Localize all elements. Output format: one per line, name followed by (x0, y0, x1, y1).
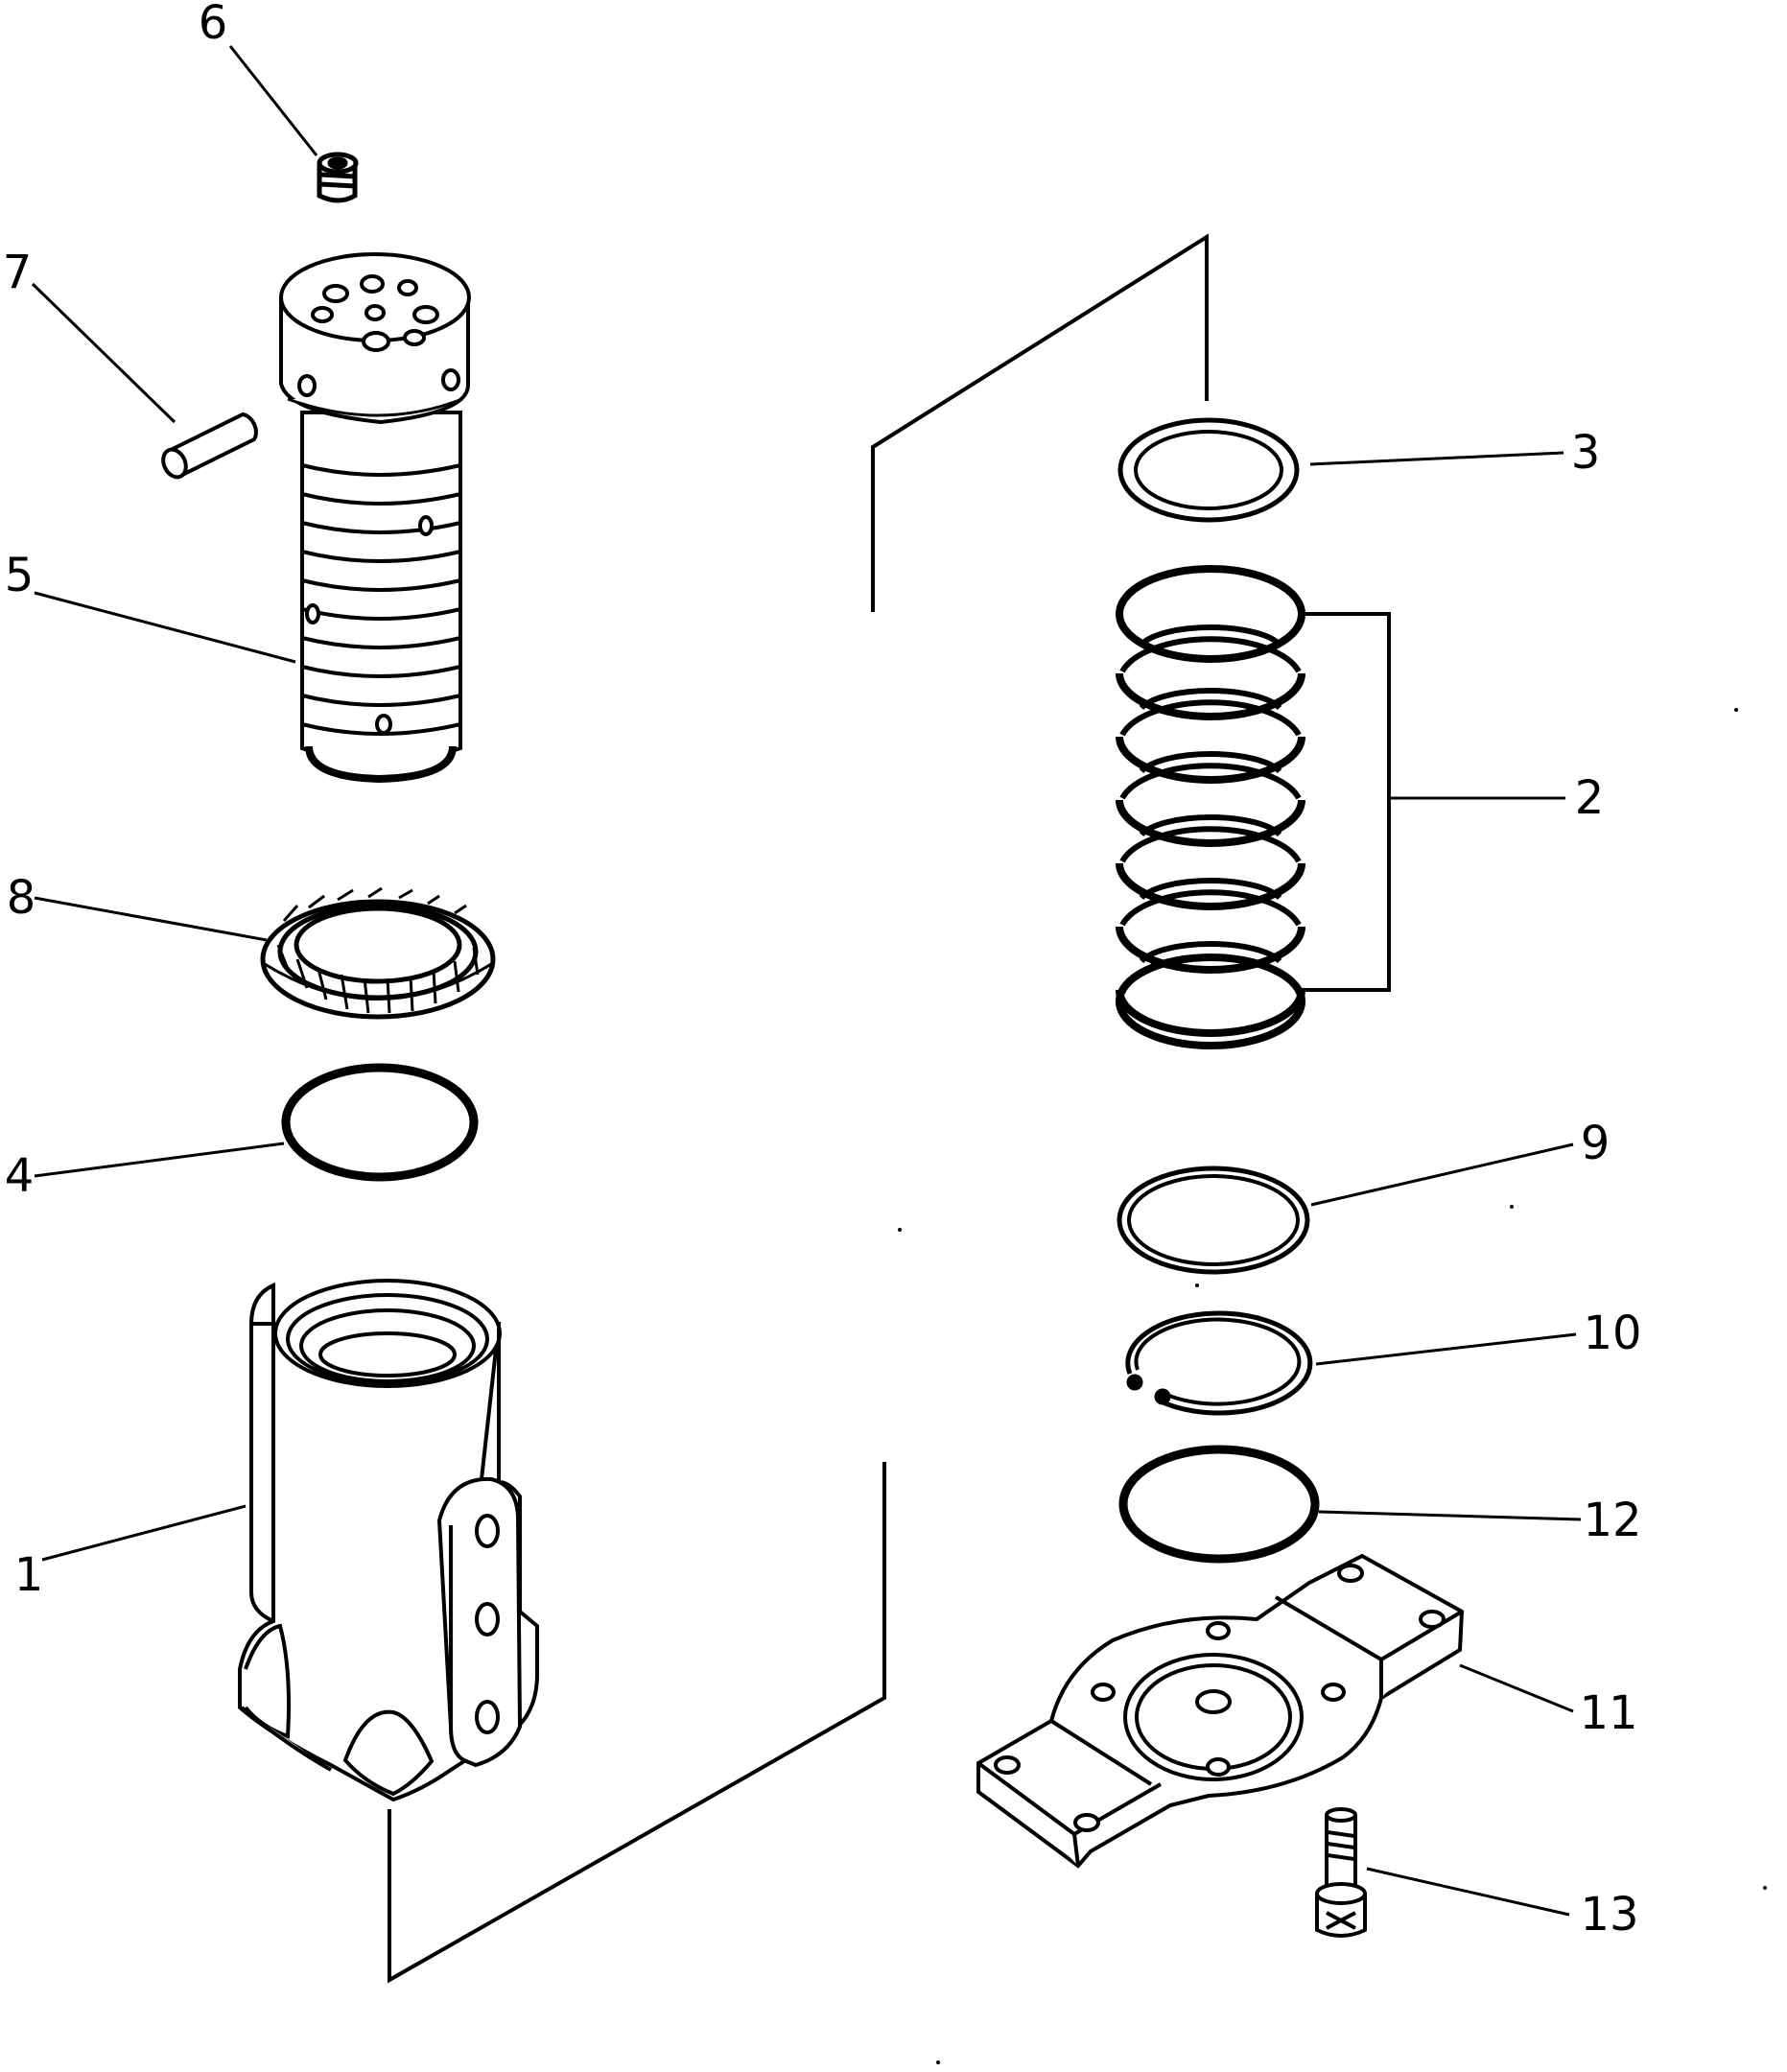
seal-ring-bracket (1302, 612, 1391, 992)
callout-12: 12 (1583, 1494, 1641, 1547)
body-housing (240, 1281, 537, 1800)
callout-11: 11 (1579, 1686, 1637, 1740)
callout-1: 1 (14, 1548, 44, 1602)
bolt (1317, 1809, 1365, 1936)
callout-8: 8 (7, 871, 36, 925)
assembly-guide-lines (388, 233, 1209, 1984)
o-ring-right (1123, 1449, 1315, 1559)
callout-7: 7 (3, 246, 33, 299)
cover-plate (978, 1556, 1462, 1866)
callout-3: 3 (1571, 426, 1601, 480)
leader-lines (31, 45, 1582, 1917)
callout-13: 13 (1580, 1888, 1638, 1942)
callout-numbers: 6 7 5 8 4 1 3 2 9 10 12 11 13 (3, 0, 1642, 1942)
rotor-shaft (281, 254, 469, 779)
ring-9 (1119, 1168, 1307, 1272)
callout-2: 2 (1575, 771, 1605, 825)
callout-10: 10 (1583, 1307, 1641, 1360)
callout-9: 9 (1581, 1117, 1611, 1170)
dust-seal-ring (263, 888, 493, 1017)
callout-5: 5 (5, 549, 35, 602)
o-ring-left (286, 1068, 474, 1177)
dowel-pin (159, 414, 256, 481)
snap-ring (1127, 1313, 1310, 1413)
scan-specks (898, 708, 1767, 2064)
plug-screw (319, 154, 356, 200)
callout-4: 4 (5, 1149, 35, 1203)
thrust-washer (1120, 420, 1297, 520)
seal-ring-stack (1119, 569, 1302, 1046)
callout-6: 6 (199, 0, 228, 50)
